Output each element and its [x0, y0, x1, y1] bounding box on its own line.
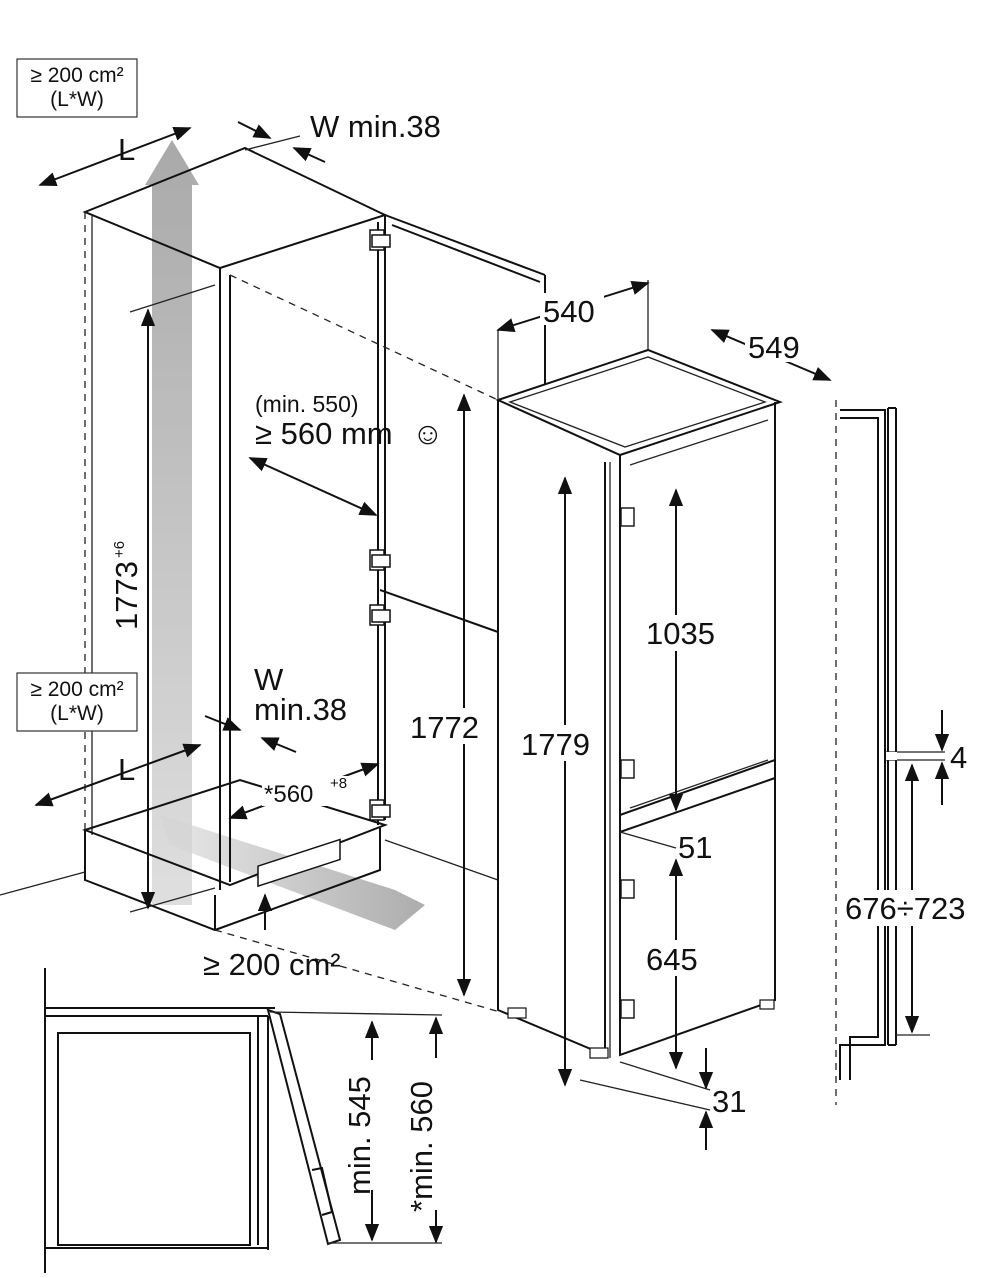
niche-cabinet	[0, 140, 546, 1013]
vent-top-lw: (L*W)	[50, 88, 104, 111]
height-1779-label: 1779	[521, 727, 590, 762]
vent-top-box: ≥ 200 cm² (L*W)	[16, 58, 138, 118]
door-panel-side-view	[835, 400, 945, 1105]
appliance	[495, 348, 783, 1059]
w-bottom-label-2: min.38	[254, 692, 347, 727]
appliance-depth-label: 549	[748, 330, 800, 365]
section-view	[44, 968, 443, 1273]
l-bottom-label: L	[118, 752, 135, 787]
plinth-vent-label: ≥ 200 cm²	[203, 947, 341, 982]
niche-height-label: 1773	[109, 561, 144, 630]
height-1772-label: 1772	[410, 710, 479, 745]
gap-51-label: 51	[678, 830, 712, 865]
hinge-icon	[369, 229, 391, 821]
niche-width-tolerance: +8	[330, 775, 347, 792]
height-645-label: 645	[646, 942, 698, 977]
smiley-icon: ☺	[412, 416, 444, 451]
vent-bottom-lw: (L*W)	[50, 702, 104, 725]
w-top-label: W min.38	[310, 109, 441, 144]
vent-top-area: ≥ 200 cm²	[30, 64, 123, 87]
appliance-width-label: 540	[543, 294, 595, 329]
vent-bottom-box: ≥ 200 cm² (L*W)	[16, 672, 138, 732]
range-676-723-label: 676÷723	[845, 891, 965, 926]
min-545-label: min. 545	[342, 1076, 377, 1195]
vent-bottom-area: ≥ 200 cm²	[30, 678, 123, 701]
min-560-side-label: *min. 560	[404, 1081, 439, 1212]
min-560-label: ≥ 560 mm	[255, 416, 393, 451]
niche-height-tolerance: +6	[111, 541, 128, 558]
niche-width-label: *560	[264, 781, 313, 808]
w-bottom-label-1: W	[254, 662, 284, 697]
airflow-up-arrow	[145, 140, 199, 905]
gap-4-label: 4	[950, 740, 967, 775]
height-1035-label: 1035	[646, 616, 715, 651]
min-550-label: (min. 550)	[255, 391, 359, 417]
l-top-label: L	[118, 132, 135, 167]
gap-31-label: 31	[712, 1084, 746, 1119]
